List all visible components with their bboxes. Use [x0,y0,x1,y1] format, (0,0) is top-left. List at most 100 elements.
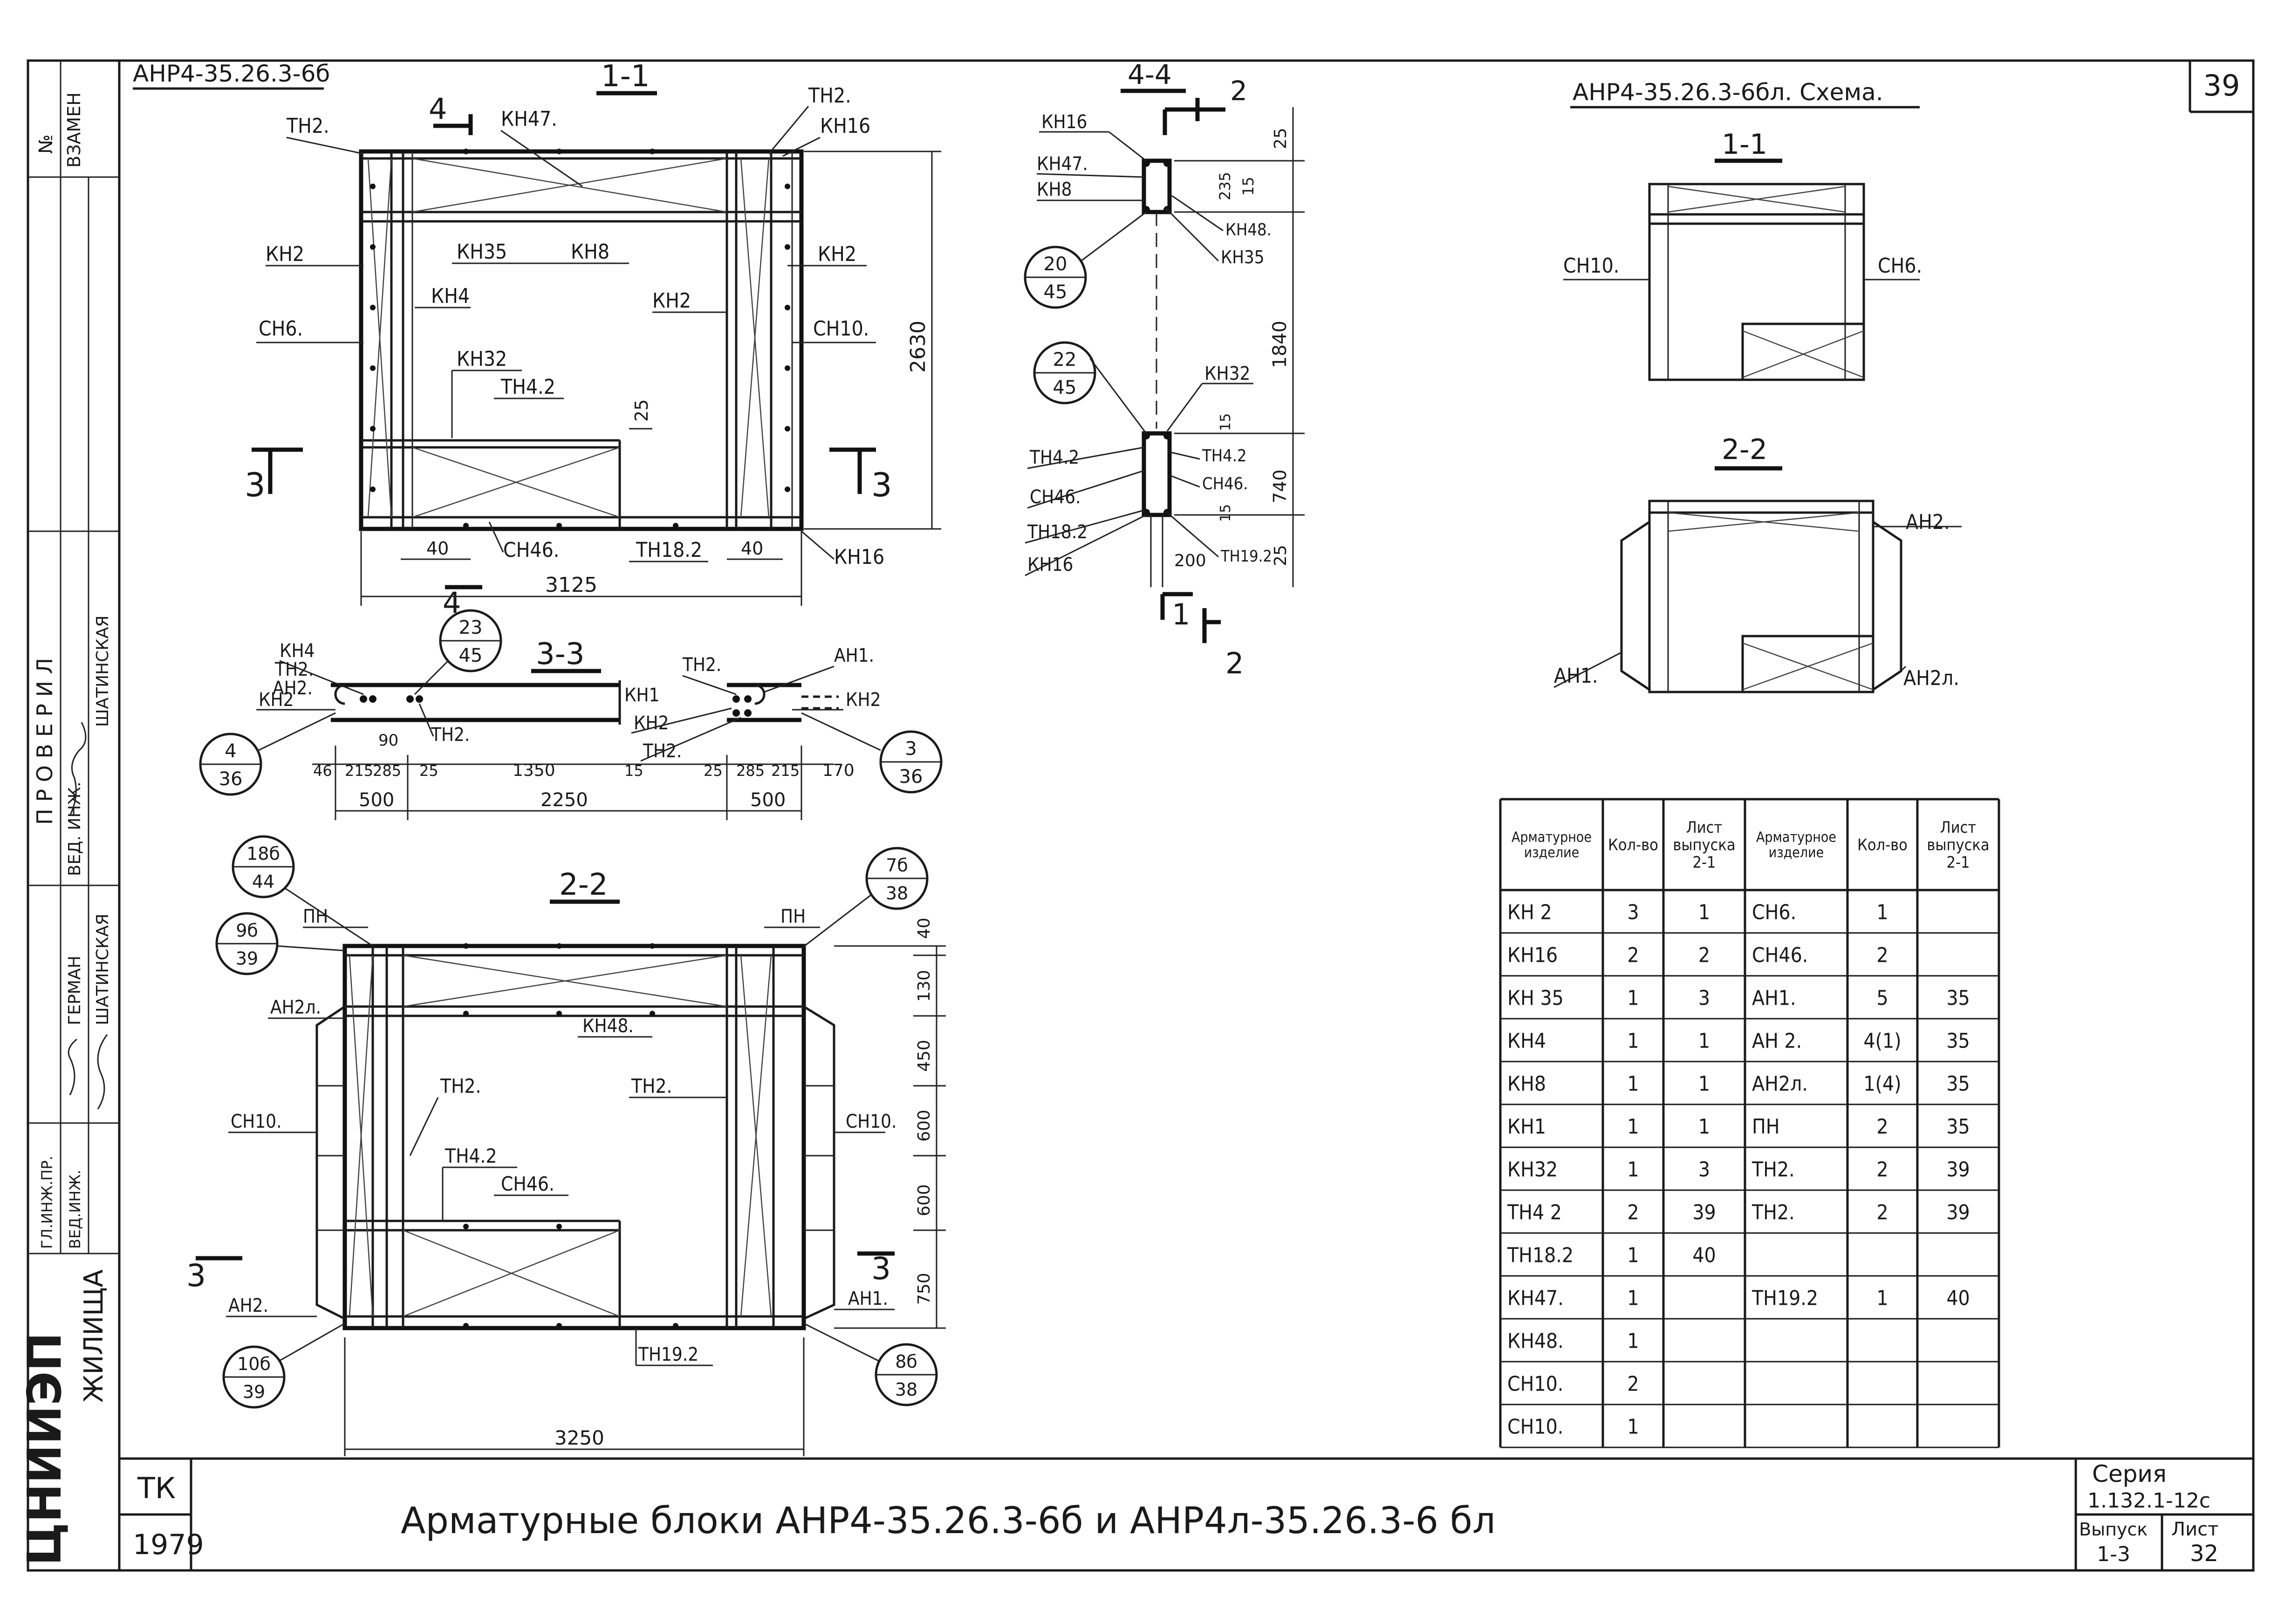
dim-33-285b: 285 [736,762,765,780]
table-cell-r12-c0: СН10. [1507,1415,1563,1439]
svg-text:39: 39 [243,1382,265,1402]
callout-3-36: 3 36 [801,712,943,794]
section-4-4-title: 4-4 [1128,59,1172,90]
table-header-5: выпуска [1927,836,1989,854]
table-cell-r5-c2: 1 [1698,1115,1710,1139]
label-sn6: СН6. [259,317,303,341]
section-1-1-title: 1-1 [601,59,650,94]
svg-text:45: 45 [1053,377,1077,398]
table-cell-r10-c0: КН48. [1507,1329,1564,1353]
tk-label: ТК [137,1471,176,1505]
scheme-an2: АН2. [1906,510,1950,534]
cut-3-left-22: 3 [186,1258,206,1294]
callout-23-45: 23 45 [414,609,502,695]
svg-text:20: 20 [1044,254,1067,275]
label-44-kn32: КН32 [1204,363,1250,384]
left-stamp: № ВЗАМЕН П Р О В Е Р И Л ВЕД. ИНЖ. ШАТИН… [17,61,119,1566]
svg-text:18б: 18б [246,843,280,864]
label-tn182-bottom: ТН18.2 [636,538,702,562]
table-cell-r3-c3: АН 2. [1752,1029,1802,1053]
stamp-org-name: ЖИЛИЩА [79,1269,109,1403]
label-sn10: СН10. [813,317,869,341]
dim-44-25b: 25 [1271,545,1290,566]
label-22-sn46: СН46. [501,1172,554,1195]
section-2-2: 2-2 ПН [186,835,946,1456]
label-22-tn192: ТН19.2 [638,1344,698,1365]
table-header-0: Арматурное [1512,829,1592,846]
sheet-number: 39 [2203,69,2240,103]
scheme-sn10: СН10. [1563,254,1619,278]
table-cell-r3-c1: 1 [1627,1029,1639,1053]
table-header-3: Арматурное [1756,829,1836,846]
label-22-pn-left: ПН [303,906,328,927]
label-kn16-bottom: КН16 [834,545,884,569]
label-sn46-bottom: СН46. [503,538,559,562]
table-cell-r7-c0: ТН4 2 [1507,1201,1562,1225]
drawing-title: Арматурные блоки АНР4-35.26.3-6б и АНР4л… [401,1500,1496,1542]
label-tn42: ТН4.2 [500,375,555,399]
table-cell-r1-c3: СН46. [1752,944,1808,967]
table-cell-r4-c1: 1 [1627,1072,1639,1096]
svg-text:36: 36 [899,766,923,788]
table-header-2: выпуска [1673,836,1735,854]
section-1-1: АНР4-35.26.3-6б 1-1 [133,59,941,620]
section-3-3-title: 3-3 [536,637,585,672]
dim-22-3250: 3250 [554,1426,604,1449]
stamp-ved-inzh: ВЕД. ИНЖ. [65,781,84,876]
label-44-sn46b: СН46. [1202,474,1248,493]
dim-22-600a: 600 [915,1110,934,1142]
cut-4-top: 4 [429,92,447,126]
vypusk-value: 1-3 [2097,1542,2130,1566]
label-33-kn1: КН1 [624,685,660,706]
table-cell-r11-c0: СН10. [1507,1372,1563,1396]
main-code: АНР4-35.26.3-6б [133,60,330,87]
table-cell-r7-c1: 2 [1627,1201,1639,1225]
list-label: Лист [2171,1519,2218,1540]
svg-text:38: 38 [886,883,908,904]
dim-33-25b: 25 [704,762,723,780]
table-cell-r7-c3: ТН2. [1751,1201,1795,1225]
label-22-sn10-left: СН10. [231,1111,281,1132]
dim-22-750: 750 [915,1273,934,1305]
dim-44-1840: 1840 [1269,321,1291,368]
svg-text:45: 45 [459,645,483,666]
label-44-tn42a: ТН4.2 [1029,447,1079,468]
label-kn32: КН32 [457,347,507,371]
title-block: ТК 1979 Арматурные блоки АНР4-35.26.3-6б… [133,1460,2218,1567]
label-22-an1: АН1. [848,1288,888,1309]
table-cell-r9-c3: ТН19.2 [1751,1287,1818,1310]
scheme-1-1-title: 1-1 [1722,128,1767,161]
table-cell-r6-c1: 1 [1627,1158,1639,1182]
table-cell-r0-c0: КН 2 [1507,901,1552,925]
label-22-tn2a: ТН2. [440,1075,481,1097]
table-cell-r7-c5: 39 [1946,1201,1970,1225]
cut-3-left: 3 [245,466,266,504]
label-33-kn2c: КН2 [846,689,881,711]
callout-20-45: 20 45 [1024,211,1147,309]
table-header-0: изделие [1524,845,1580,861]
stamp-proveril: П Р О В Е Р И Л [32,658,57,825]
table-header-2: 2-1 [1693,853,1716,872]
table-cell-r5-c4: 2 [1876,1115,1888,1139]
table-cell-r8-c2: 40 [1692,1244,1716,1268]
dim-44-740: 740 [1270,469,1290,503]
cut-3-right-22: 3 [871,1251,891,1287]
dim-33-285a: 285 [373,762,401,780]
section-3-3: 3-3 КН4 ТН2. АН2. КН2 ТН2. ТН2. АН1. КН1… [199,609,943,820]
table-cell-r3-c4: 4(1) [1863,1029,1901,1053]
svg-text:44: 44 [252,871,274,892]
label-kn35: КН35 [457,240,507,264]
table-cell-r5-c5: 35 [1946,1115,1970,1139]
dim-33-170: 170 [822,761,855,780]
label-tn2-right: ТН2. [808,84,851,108]
label-kn16-top: КН16 [820,114,870,138]
svg-text:4: 4 [225,740,236,762]
table-cell-r2-c3: АН1. [1752,987,1796,1010]
table-cell-r2-c0: КН 35 [1507,987,1564,1010]
label-44-kn47: КН47. [1037,153,1088,175]
svg-text:3: 3 [905,738,917,760]
svg-text:8б: 8б [895,1351,917,1372]
stamp-ved-inzh-2: ВЕД.ИНЖ. [66,1170,84,1249]
label-22-tn42: ТН4.2 [445,1144,497,1167]
table-cell-r0-c1: 3 [1627,901,1639,925]
